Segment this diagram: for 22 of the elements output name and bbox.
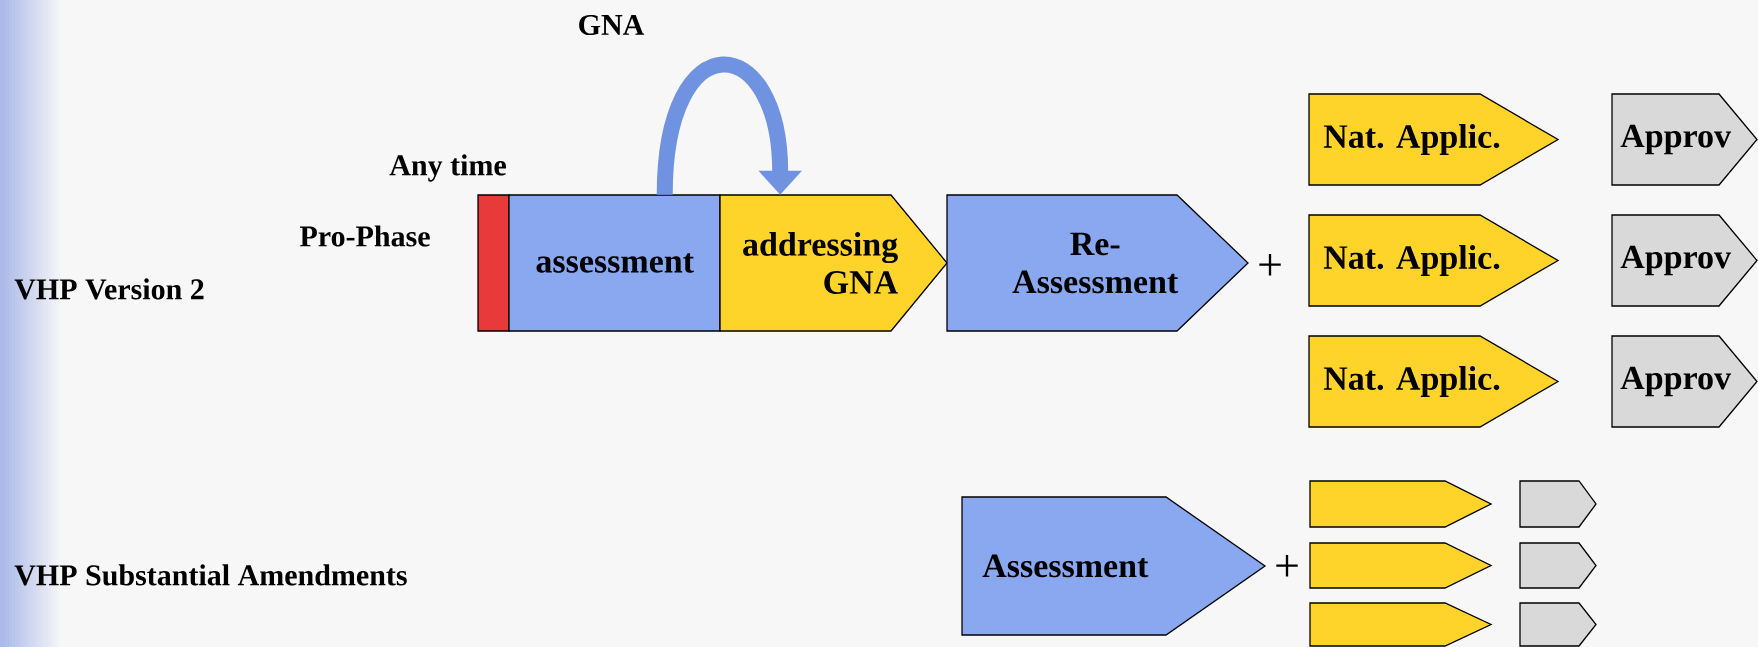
phase-bar [477, 194, 510, 332]
process-step: Approv [1611, 335, 1758, 428]
edge-label: GNA [579, 14, 645, 36]
process-step: Approv [1611, 214, 1758, 307]
process-step: Nat. Applic. [1308, 335, 1560, 428]
curved-arrow [656, 56, 802, 196]
process-step: Nat. Applic. [1308, 214, 1560, 307]
process-step [1519, 480, 1597, 528]
process-step [1309, 602, 1493, 647]
process-step: Approv [1611, 93, 1758, 186]
process-step: Nat. Applic. [1308, 93, 1560, 186]
row-title: VHP Version 2 [14, 278, 204, 300]
process-step: Assessment [961, 496, 1267, 636]
row-title: VHP Substantial Amendments [14, 564, 407, 586]
plus-sign: + [1259, 254, 1281, 276]
process-step: Re- Assessment [946, 194, 1249, 332]
process-step [1519, 602, 1597, 647]
process-step: addressing GNA [719, 194, 948, 332]
time-label: Any time [389, 154, 506, 182]
process-step: assessment [508, 194, 721, 332]
phase-label: Pro-Phase [300, 225, 430, 247]
plus-sign: + [1276, 555, 1298, 577]
